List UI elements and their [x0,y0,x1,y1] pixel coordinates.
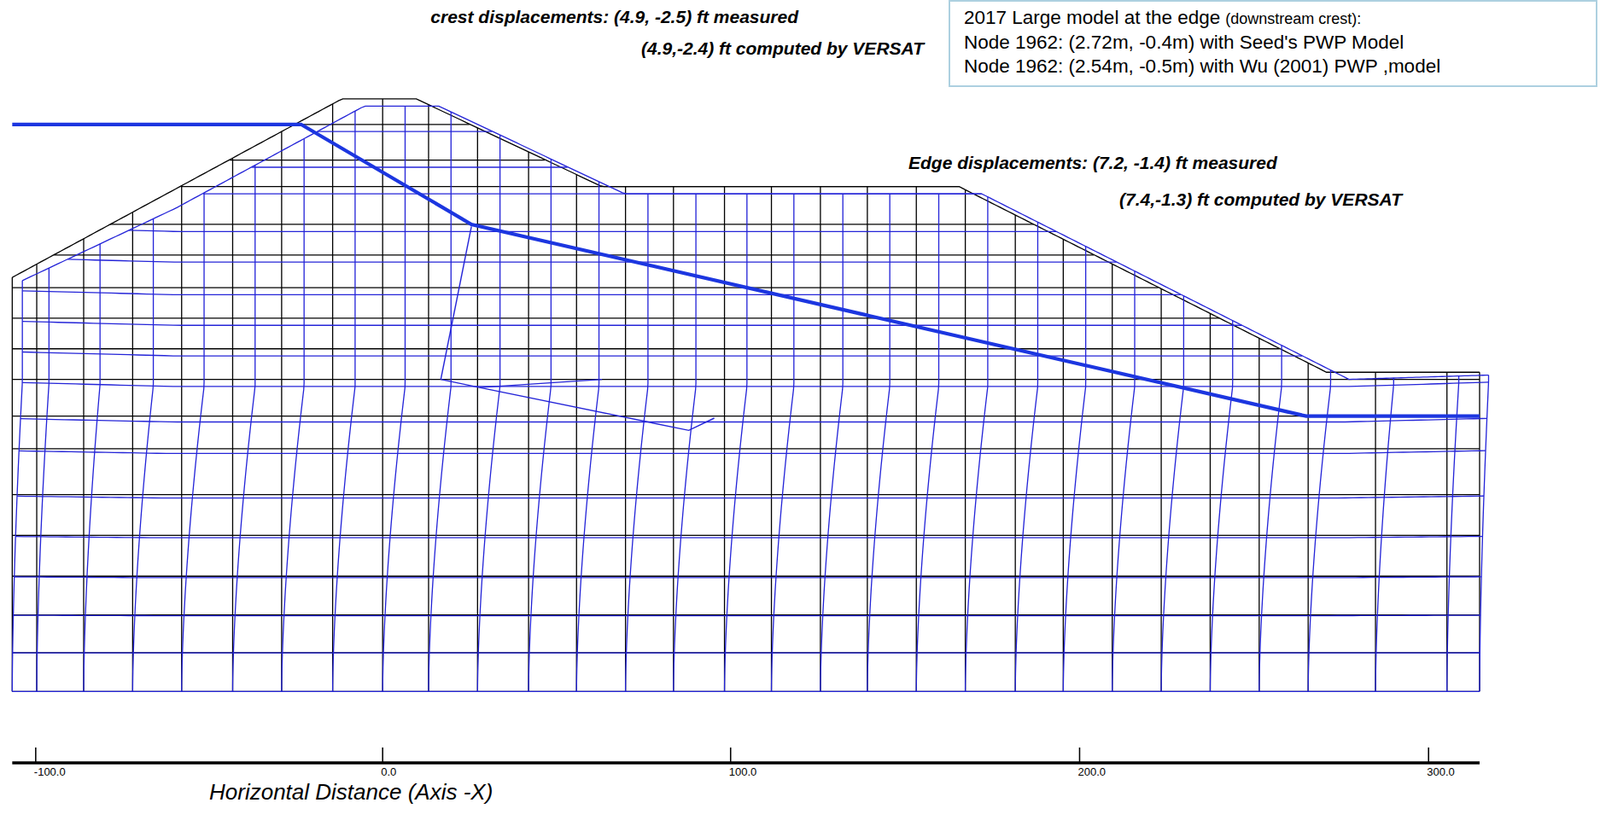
axis-tick [1427,747,1430,764]
deformed-mesh-line [1308,370,1331,693]
original-mesh-line [229,159,545,161]
deformed-mesh-line [965,197,988,693]
tick-label: 100.0 [729,765,758,779]
deformed-mesh-line [128,230,1057,232]
deformed-mesh-line [13,614,1481,617]
deformed-mesh-line [332,110,356,692]
original-mesh-line [332,104,333,693]
original-mesh-line [1111,263,1113,692]
axis-tick [1079,747,1081,764]
displacement-note: (7.4,-1.3) ft computed by VERSAT [1119,189,1402,211]
original-mesh-line [11,286,1158,288]
deformed-mesh-line [281,139,304,693]
callout-text: Node 1962: (2.54m, -0.5m) with Wu (2001)… [963,54,1586,79]
deformed-mesh-line [67,259,1116,263]
original-mesh-line [232,157,234,692]
displacement-note: Edge displacements: (7.2, -1.4) ft measu… [908,152,1278,174]
deformed-mesh-line [673,193,696,692]
x-axis [11,761,1480,765]
displacement-note: crest displacements: (4.9, -2.5) ft meas… [430,6,799,28]
deformed-mesh-line [20,418,1488,422]
tick-label: 0.0 [380,765,397,779]
original-mesh-line [82,239,84,693]
axis-tick [381,747,384,764]
deformed-mesh-line [22,105,1489,380]
original-mesh-line [477,128,479,692]
slip-surface-line [479,379,602,389]
deformed-mesh-line [232,165,255,693]
original-mesh-line [11,348,1279,350]
tick-label: -100.0 [34,765,66,779]
deformed-mesh-line [916,193,939,692]
deformed-mesh-line [477,134,500,692]
original-mesh-line [1160,288,1162,692]
deformed-mesh-line [36,268,49,692]
deformed-mesh-line [576,181,599,692]
original-mesh-line [1062,239,1064,692]
callout-text: (downstream crest): [1225,10,1361,28]
deformed-mesh-line [1062,246,1086,693]
original-mesh-line [1209,313,1211,692]
deformed-mesh-line [428,111,451,692]
original-mesh-line [1308,362,1309,692]
callout-box: 2017 Large model at the edge(downstream … [948,0,1598,88]
deformed-mesh-line [22,352,1303,357]
original-mesh-line [53,254,1094,256]
deformed-mesh-line [15,537,1483,539]
deformed-mesh-line [17,496,1484,498]
axis-tick [35,747,37,764]
mesh-group [11,99,1489,764]
deformed-mesh-line [83,244,100,692]
displacement-note: (4.9,-2.4) ft computed by VERSAT [641,38,924,59]
callout-text: Node 1962: (2.72m, -0.4m) with Seed's PW… [963,30,1586,55]
original-mesh-line [11,317,1220,319]
deformed-mesh-line [1447,376,1460,693]
callout-text: 2017 Large model at the edge [963,6,1221,29]
slip-surface-line [440,226,472,380]
deformed-mesh-line [771,193,795,692]
phreatic-line [11,124,1480,417]
original-mesh-line [110,223,1034,225]
deformed-mesh-line [251,166,567,168]
deformed-mesh-line [18,450,1486,454]
deformed-mesh-line [820,193,843,692]
deformed-mesh-line [382,105,405,692]
slip-surface-line [440,379,714,432]
deformed-mesh-line [1209,321,1233,693]
original-mesh-line [132,212,134,693]
axis-tick [729,747,732,764]
deformed-mesh-line [14,577,1482,579]
deformed-mesh-line [625,193,649,692]
original-mesh-line [1258,338,1260,692]
original-mesh-line [280,131,282,692]
original-mesh-line [382,99,384,692]
deformed-mesh-line [22,291,1181,296]
deformed-mesh-line [1375,378,1394,692]
deformed-mesh-line [1479,375,1490,693]
tick-label: 300.0 [1426,765,1455,779]
original-mesh-line [35,264,37,693]
deformed-mesh-line [132,218,153,692]
deformed-mesh-line [867,193,890,692]
deformed-mesh-line [724,193,748,692]
deformed-mesh-line [22,321,1242,327]
deformed-mesh-line [1015,221,1038,692]
original-mesh-line [11,99,1480,373]
deformed-mesh-line [11,280,23,692]
deformed-mesh-line [1161,296,1184,693]
tick-label: 200.0 [1077,765,1106,779]
deformed-mesh-line [1112,271,1135,693]
deformed-mesh-line [1259,345,1282,693]
axis-title: Horizontal Distance (Axis -X) [209,779,493,806]
original-mesh-line [427,105,429,693]
deformed-mesh-line [22,382,1489,387]
original-mesh-line [576,175,578,693]
deformed-mesh-line [181,192,205,692]
